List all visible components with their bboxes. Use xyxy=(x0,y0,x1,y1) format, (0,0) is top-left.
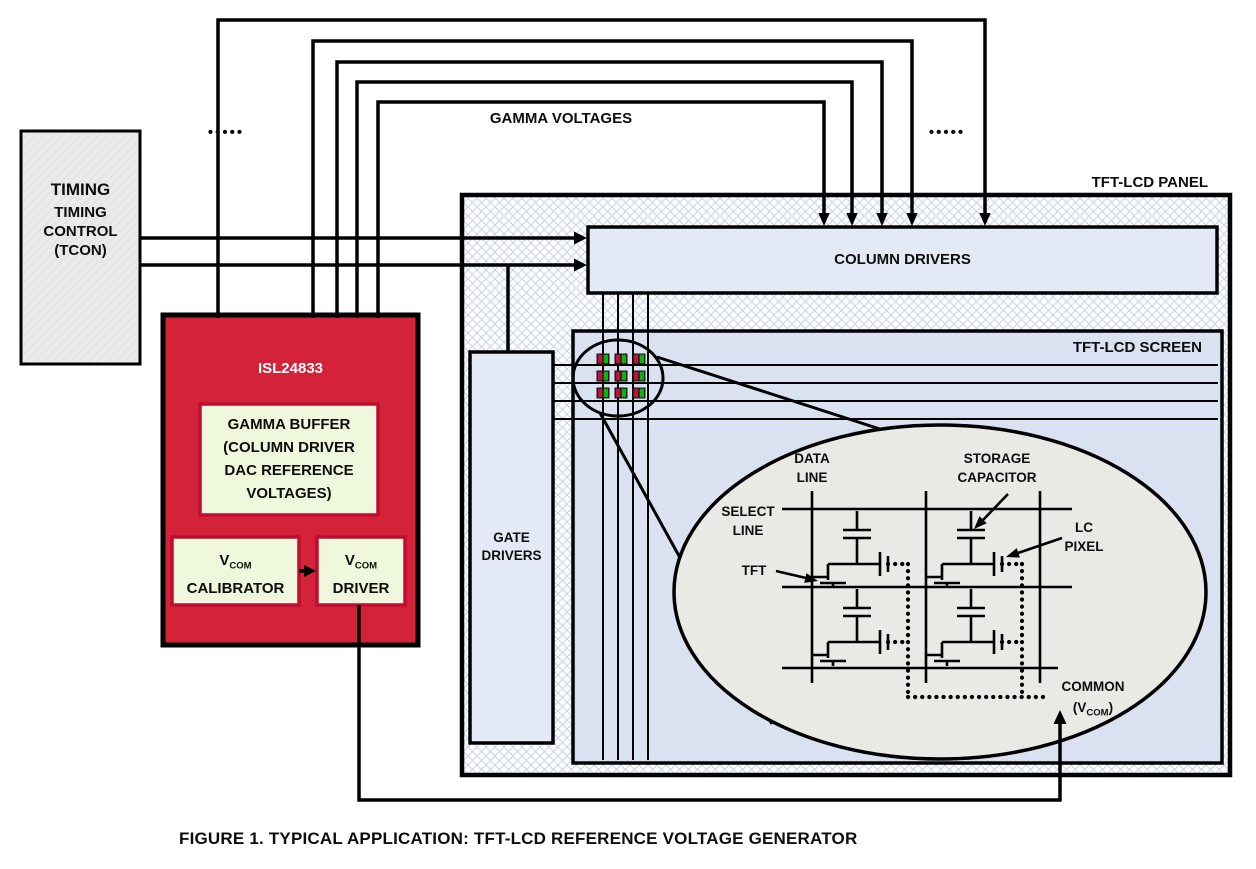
tcon-control-lines xyxy=(140,231,587,352)
vcom-calibrator-box xyxy=(170,535,301,607)
gate-drivers-line-2: DRIVERS xyxy=(481,548,542,563)
gate-lines xyxy=(553,364,1218,420)
gamma-buffer-line-4: VOLTAGES) xyxy=(246,485,332,502)
storage-capacitor-label: STORAGE CAPACITOR xyxy=(936,449,1058,487)
vcom-driver-word: DRIVER xyxy=(332,579,390,597)
lc-word-2: PIXEL xyxy=(1064,539,1104,554)
gate-drivers-label: GATE DRIVERS xyxy=(468,529,555,565)
tcon-box xyxy=(19,129,142,366)
vcom-v: V xyxy=(219,552,230,569)
gamma-buffer-line-1: GAMMA BUFFER xyxy=(227,416,351,433)
vcom-sub: COM xyxy=(229,560,252,572)
vcom-post: ) xyxy=(1108,700,1114,715)
gate-drivers-box xyxy=(468,350,555,745)
vcom-driver-vcom: VCOM xyxy=(317,550,405,578)
vcom-calibrator-label: VCOM CALIBRATOR xyxy=(172,550,299,600)
vcom-sub: COM xyxy=(354,560,378,572)
gate-drivers-line-1: GATE xyxy=(493,530,530,545)
magnifier-source-ellipse xyxy=(571,338,665,418)
storage-word-2: CAPACITOR xyxy=(957,470,1037,485)
data-line-word-2: LINE xyxy=(796,470,828,485)
vcom-driver-label: VCOM DRIVER xyxy=(317,550,405,600)
tcon-title: TIMING xyxy=(50,180,111,199)
common-electrode-dotted-bus xyxy=(905,561,1051,700)
tft-arrow xyxy=(775,569,818,583)
gamma-trace-arrowheads xyxy=(818,213,991,226)
vcom-calibrator-vcom: VCOM xyxy=(172,550,299,578)
tcon-line-1: TIMING xyxy=(54,204,107,222)
pixel-circuit xyxy=(775,491,1072,700)
storage-capacitor-arrow xyxy=(974,493,1009,529)
tcon-line-3: (TCON) xyxy=(54,241,107,259)
gamma-voltages-label: GAMMA VOLTAGES xyxy=(489,110,633,127)
storage-word-1: STORAGE xyxy=(963,451,1031,466)
gamma-buffer-box xyxy=(198,402,380,517)
data-line-label: DATA LINE xyxy=(771,449,853,487)
vcom-route xyxy=(357,605,1067,802)
lc-pixel-label: LC PIXEL xyxy=(1052,518,1116,556)
select-line-label: SELECT LINE xyxy=(706,502,790,540)
vcom-driver-box xyxy=(315,535,407,607)
tcon-line-2: CONTROL xyxy=(43,223,118,240)
gamma-buffer-line-3: DAC REFERENCE xyxy=(224,462,354,479)
rgb-pixel-grid xyxy=(596,353,646,399)
lc-pixel-arrow xyxy=(1006,536,1063,558)
column-lines xyxy=(602,293,649,760)
gamma-buffer-line-2: (COLUMN DRIVER xyxy=(223,439,355,456)
lc-word-1: LC xyxy=(1075,520,1093,535)
select-word-2: LINE xyxy=(732,523,764,538)
vcom-calibrator-word: CALIBRATOR xyxy=(186,579,285,597)
isl24833-label: ISL24833 xyxy=(257,360,324,377)
select-word-1: SELECT xyxy=(721,504,775,519)
figure-caption: FIGURE 1. TYPICAL APPLICATION: TFT-LCD R… xyxy=(179,829,858,848)
calibrator-to-driver-arrow xyxy=(299,565,316,577)
vcom-sub: COM xyxy=(1086,707,1109,719)
data-line-word-1: DATA xyxy=(794,451,830,466)
tft-lcd-screen-label: TFT-LCD SCREEN xyxy=(1072,339,1202,356)
column-drivers-box xyxy=(586,225,1219,295)
ellipsis-dots-right: ••••• xyxy=(928,124,966,141)
vcom-pre: (V xyxy=(1072,700,1087,715)
tft-lcd-panel-label: TFT-LCD PANEL xyxy=(1091,174,1208,191)
tft-label: TFT xyxy=(741,563,767,578)
gamma-buffer-label: GAMMA BUFFER (COLUMN DRIVER DAC REFERENC… xyxy=(200,413,378,505)
common-word: COMMON xyxy=(1061,679,1125,694)
gamma-voltage-traces xyxy=(216,18,987,318)
common-vcom: (VCOM) xyxy=(1042,697,1144,724)
vcom-v: V xyxy=(344,552,355,569)
tcon-label: TIMING TIMING CONTROL (TCON) xyxy=(21,179,140,261)
ellipsis-dots-left: ••••• xyxy=(207,124,245,141)
common-vcom-label: COMMON (VCOM) xyxy=(1042,676,1144,724)
column-drivers-label: COLUMN DRIVERS xyxy=(834,251,971,268)
